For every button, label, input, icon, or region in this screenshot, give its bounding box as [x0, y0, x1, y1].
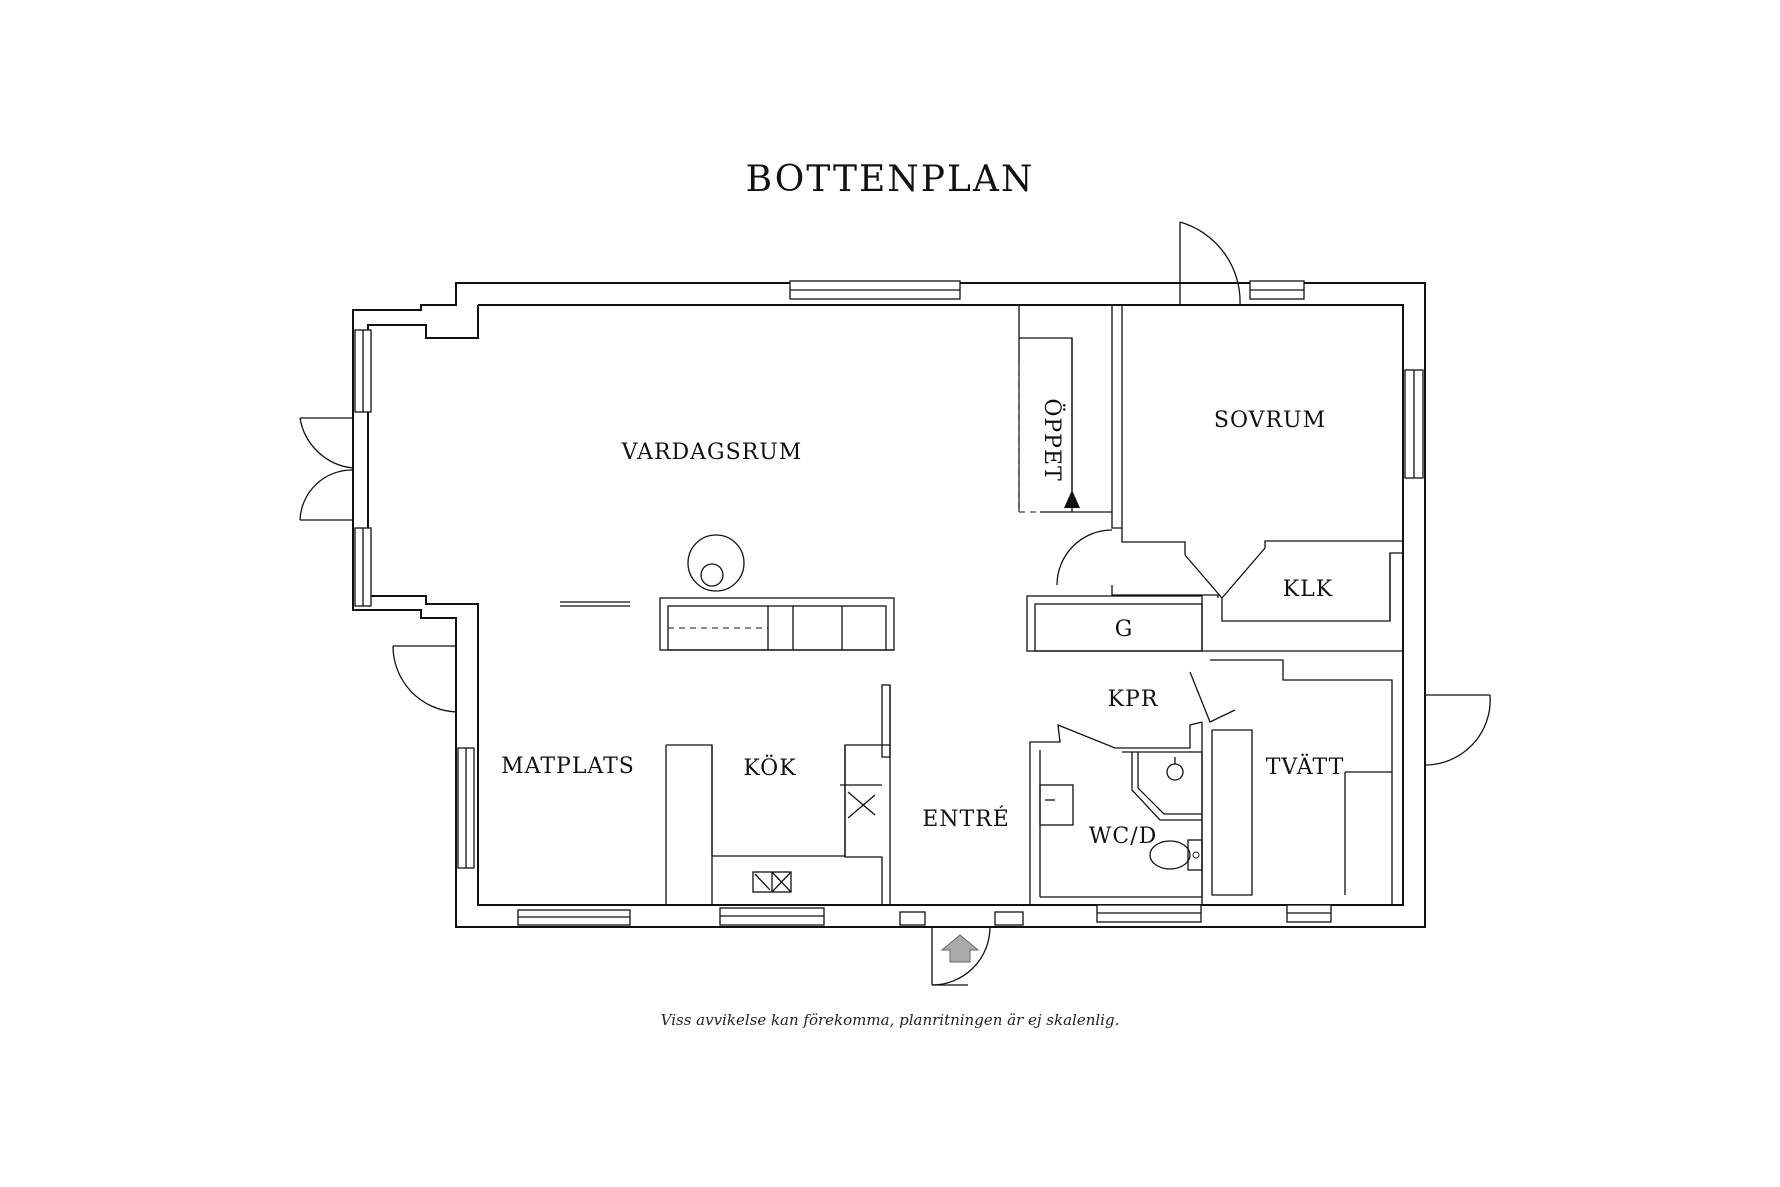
room-labels: VARDAGSRUM ÖPPET SOVRUM KLK G KPR MATPLA… [501, 398, 1345, 849]
outer-walls [352, 282, 1426, 928]
disclaimer-note: Viss avvikelse kan förekomma, planritnin… [661, 1011, 1120, 1029]
window-bottom-entre-right [994, 911, 1024, 926]
room-label-tvatt: TVÄTT [1266, 753, 1345, 780]
room-label-wc-d: WC/D [1089, 824, 1158, 849]
room-label-g: G [1115, 617, 1134, 642]
stair-arrow-icon [1064, 490, 1080, 508]
room-label-vardagsrum: VARDAGSRUM [621, 440, 803, 465]
entrance-arrow-icon [940, 934, 980, 963]
room-label-kok: KÖK [743, 754, 796, 781]
plan-title: BOTTENPLAN [746, 159, 1035, 200]
room-label-kpr: KPR [1108, 687, 1159, 712]
room-label-klk: KLK [1283, 577, 1333, 602]
room-label-oppet: ÖPPET [1039, 398, 1066, 481]
windows [354, 280, 1424, 926]
room-label-sovrum: SOVRUM [1214, 408, 1326, 433]
interior-walls [560, 305, 1403, 963]
room-label-matplats: MATPLATS [501, 754, 635, 779]
room-label-entre: ENTRÉ [922, 805, 1010, 832]
doors [299, 221, 1491, 986]
window-bottom-entre-left [899, 911, 926, 926]
